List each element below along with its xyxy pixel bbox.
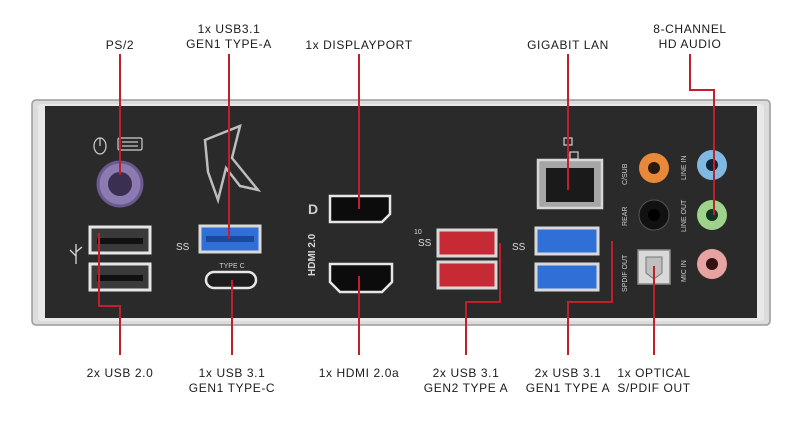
label-audio: 8-CHANNEL HD AUDIO — [653, 22, 726, 52]
usb31-gen2-port-bottom[interactable] — [436, 260, 498, 290]
label-usb31-gen1-typec-line1: 1x USB 3.1 — [198, 366, 266, 380]
spdif-out-label: SPDIF OUT — [622, 254, 629, 292]
label-usb31-gen1-typec-line2: GEN1 TYPE-C — [188, 381, 276, 395]
hdmi-port[interactable] — [328, 262, 394, 294]
displayport-icon: D — [308, 201, 318, 217]
rear-label: REAR — [622, 207, 629, 226]
ss-logo-1: SS — [176, 242, 190, 253]
usb20-port-top-tongue — [97, 238, 143, 244]
usb31-gen2-port-top[interactable] — [436, 228, 498, 258]
ss10-mark: 10 — [414, 229, 422, 236]
label-hdmi: 1x HDMI 2.0a — [319, 366, 400, 381]
line-out-label: LINE OUT — [681, 199, 688, 232]
leader-audio — [689, 54, 715, 215]
ps2-port-inner — [108, 172, 132, 196]
label-optical: 1x OPTICAL S/PDIF OUT — [617, 366, 690, 396]
ss-logo-3: SS — [512, 242, 526, 253]
audio-jack-orange-hole — [648, 162, 660, 174]
label-displayport-text: 1x DISPLAYPORT — [305, 38, 413, 52]
line-in-label: LINE IN — [681, 155, 688, 180]
leader-usb20 — [98, 233, 121, 355]
usb31-gen1-port-top[interactable] — [534, 226, 600, 256]
label-usb31-gen1-typec: 1x USB 3.1 GEN1 TYPE-C — [189, 366, 275, 396]
audio-jack-black-hole — [648, 209, 660, 221]
label-gigabit-lan-text: GIGABIT LAN — [527, 38, 609, 52]
label-usb31-gen2-line1: 2x USB 3.1 — [432, 366, 500, 380]
hdmi-vertical-label: HDMI 2.0 — [307, 233, 318, 276]
usb-icon — [69, 244, 83, 264]
label-optical-line2: S/PDIF OUT — [617, 381, 691, 395]
audio-jack-green-hole — [706, 209, 718, 221]
label-usb31-gen1-pair-line1: 2x USB 3.1 — [534, 366, 602, 380]
label-usb31-gen1-pair: 2x USB 3.1 GEN1 TYPE A — [526, 366, 610, 396]
label-usb20-text: 2x USB 2.0 — [86, 366, 154, 380]
lan-port-inner — [546, 168, 594, 202]
label-hdmi-text: 1x HDMI 2.0a — [318, 366, 400, 380]
label-audio-line1: 8-CHANNEL — [653, 22, 727, 36]
label-ps2: PS/2 — [106, 38, 134, 53]
label-gigabit-lan: GIGABIT LAN — [527, 38, 609, 53]
audio-jack-pink-hole — [706, 258, 718, 270]
type-c-label: TYPE C — [219, 263, 244, 270]
ss-logo-2: SS — [418, 238, 432, 249]
c-sub-label: C/SUB — [622, 163, 629, 185]
label-optical-line1: 1x OPTICAL — [617, 366, 691, 380]
label-usb20: 2x USB 2.0 — [87, 366, 154, 381]
usb31-gen1-port-bottom[interactable] — [534, 262, 600, 292]
label-usb31-gen1-typea: 1x USB3.1 GEN1 TYPE-A — [186, 22, 272, 52]
label-usb31-gen1-typea-line2: GEN1 TYPE-A — [186, 37, 272, 51]
audio-jack-blue-hole — [706, 159, 718, 171]
leader-usb31-gen1-pair — [567, 241, 613, 355]
label-usb31-gen2: 2x USB 3.1 GEN2 TYPE A — [424, 366, 508, 396]
label-usb31-gen2-line2: GEN2 TYPE A — [423, 381, 509, 395]
label-audio-line2: HD AUDIO — [658, 37, 722, 51]
mic-in-label: MIC IN — [681, 260, 688, 282]
leader-usb31-gen2 — [465, 243, 501, 355]
ps2-icon — [93, 137, 143, 155]
rog-logo — [203, 123, 262, 205]
leader-lines — [98, 54, 715, 355]
label-ps2-text: PS/2 — [105, 38, 135, 52]
label-displayport: 1x DISPLAYPORT — [305, 38, 412, 53]
label-usb31-gen1-typea-line1: 1x USB3.1 — [197, 22, 261, 36]
label-usb31-gen1-pair-line2: GEN1 TYPE A — [525, 381, 611, 395]
usb20-port-bottom-tongue — [97, 275, 143, 281]
